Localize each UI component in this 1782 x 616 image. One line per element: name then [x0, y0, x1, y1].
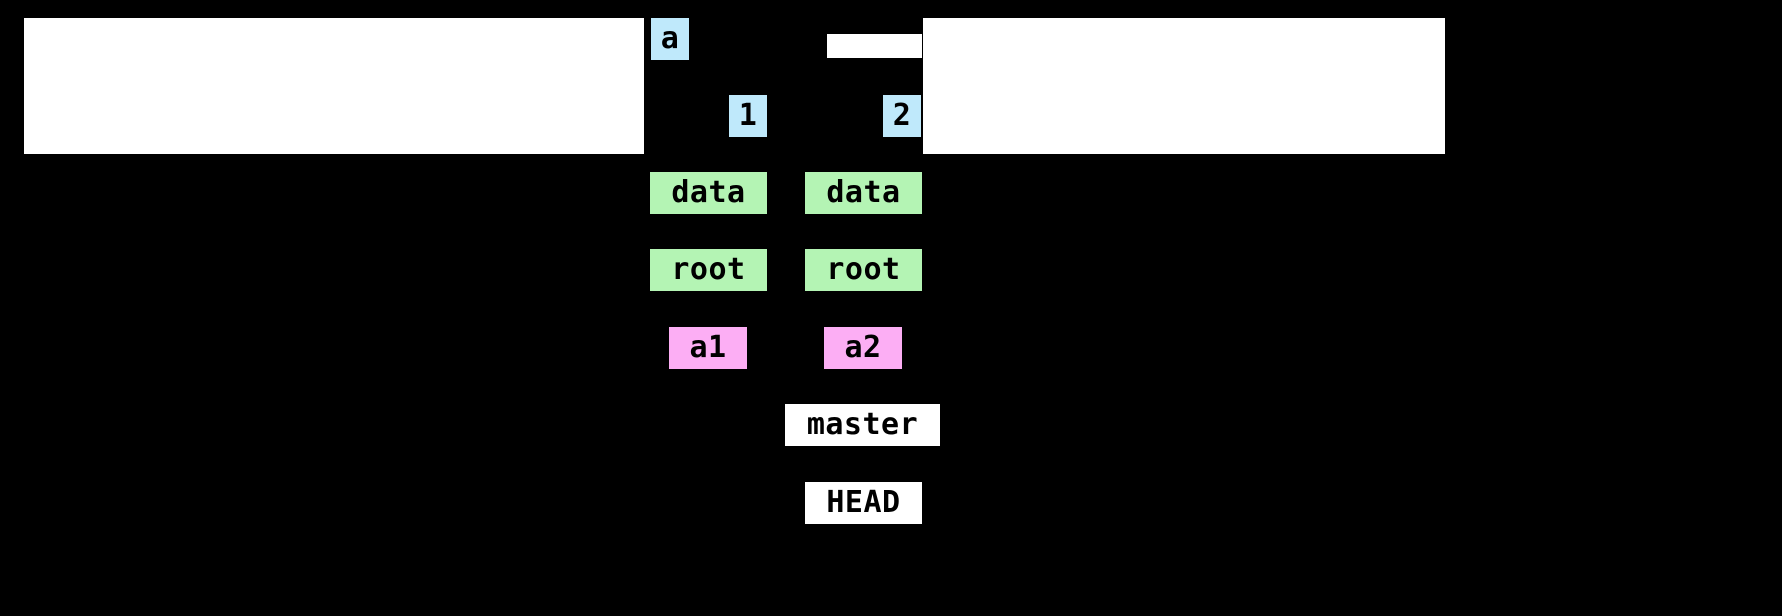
- node-blob-2: 2: [883, 95, 921, 137]
- node-label: master: [806, 407, 919, 442]
- node-label: HEAD: [826, 485, 901, 520]
- node-label: root: [826, 252, 901, 287]
- node-tree-root-2: root: [805, 249, 922, 291]
- node-label: 2: [892, 98, 912, 133]
- node-label: a2: [844, 330, 882, 365]
- node-label: a: [660, 21, 680, 56]
- left-terminal-panel: [24, 18, 644, 154]
- node-label: a1: [689, 330, 727, 365]
- middle-thin-bar: [827, 34, 922, 58]
- node-ref-master: master: [785, 404, 940, 446]
- right-terminal-panel: [923, 18, 1445, 154]
- node-tree-root-1: root: [650, 249, 767, 291]
- node-tree-data-1: data: [650, 172, 767, 214]
- node-label: 1: [738, 98, 758, 133]
- node-ref-head: HEAD: [805, 482, 922, 524]
- node-label: data: [826, 175, 901, 210]
- node-blob-a: a: [651, 18, 689, 60]
- node-commit-a1: a1: [669, 327, 747, 369]
- node-blob-1: 1: [729, 95, 767, 137]
- node-label: data: [671, 175, 746, 210]
- node-commit-a2: a2: [824, 327, 902, 369]
- node-label: root: [671, 252, 746, 287]
- node-tree-data-2: data: [805, 172, 922, 214]
